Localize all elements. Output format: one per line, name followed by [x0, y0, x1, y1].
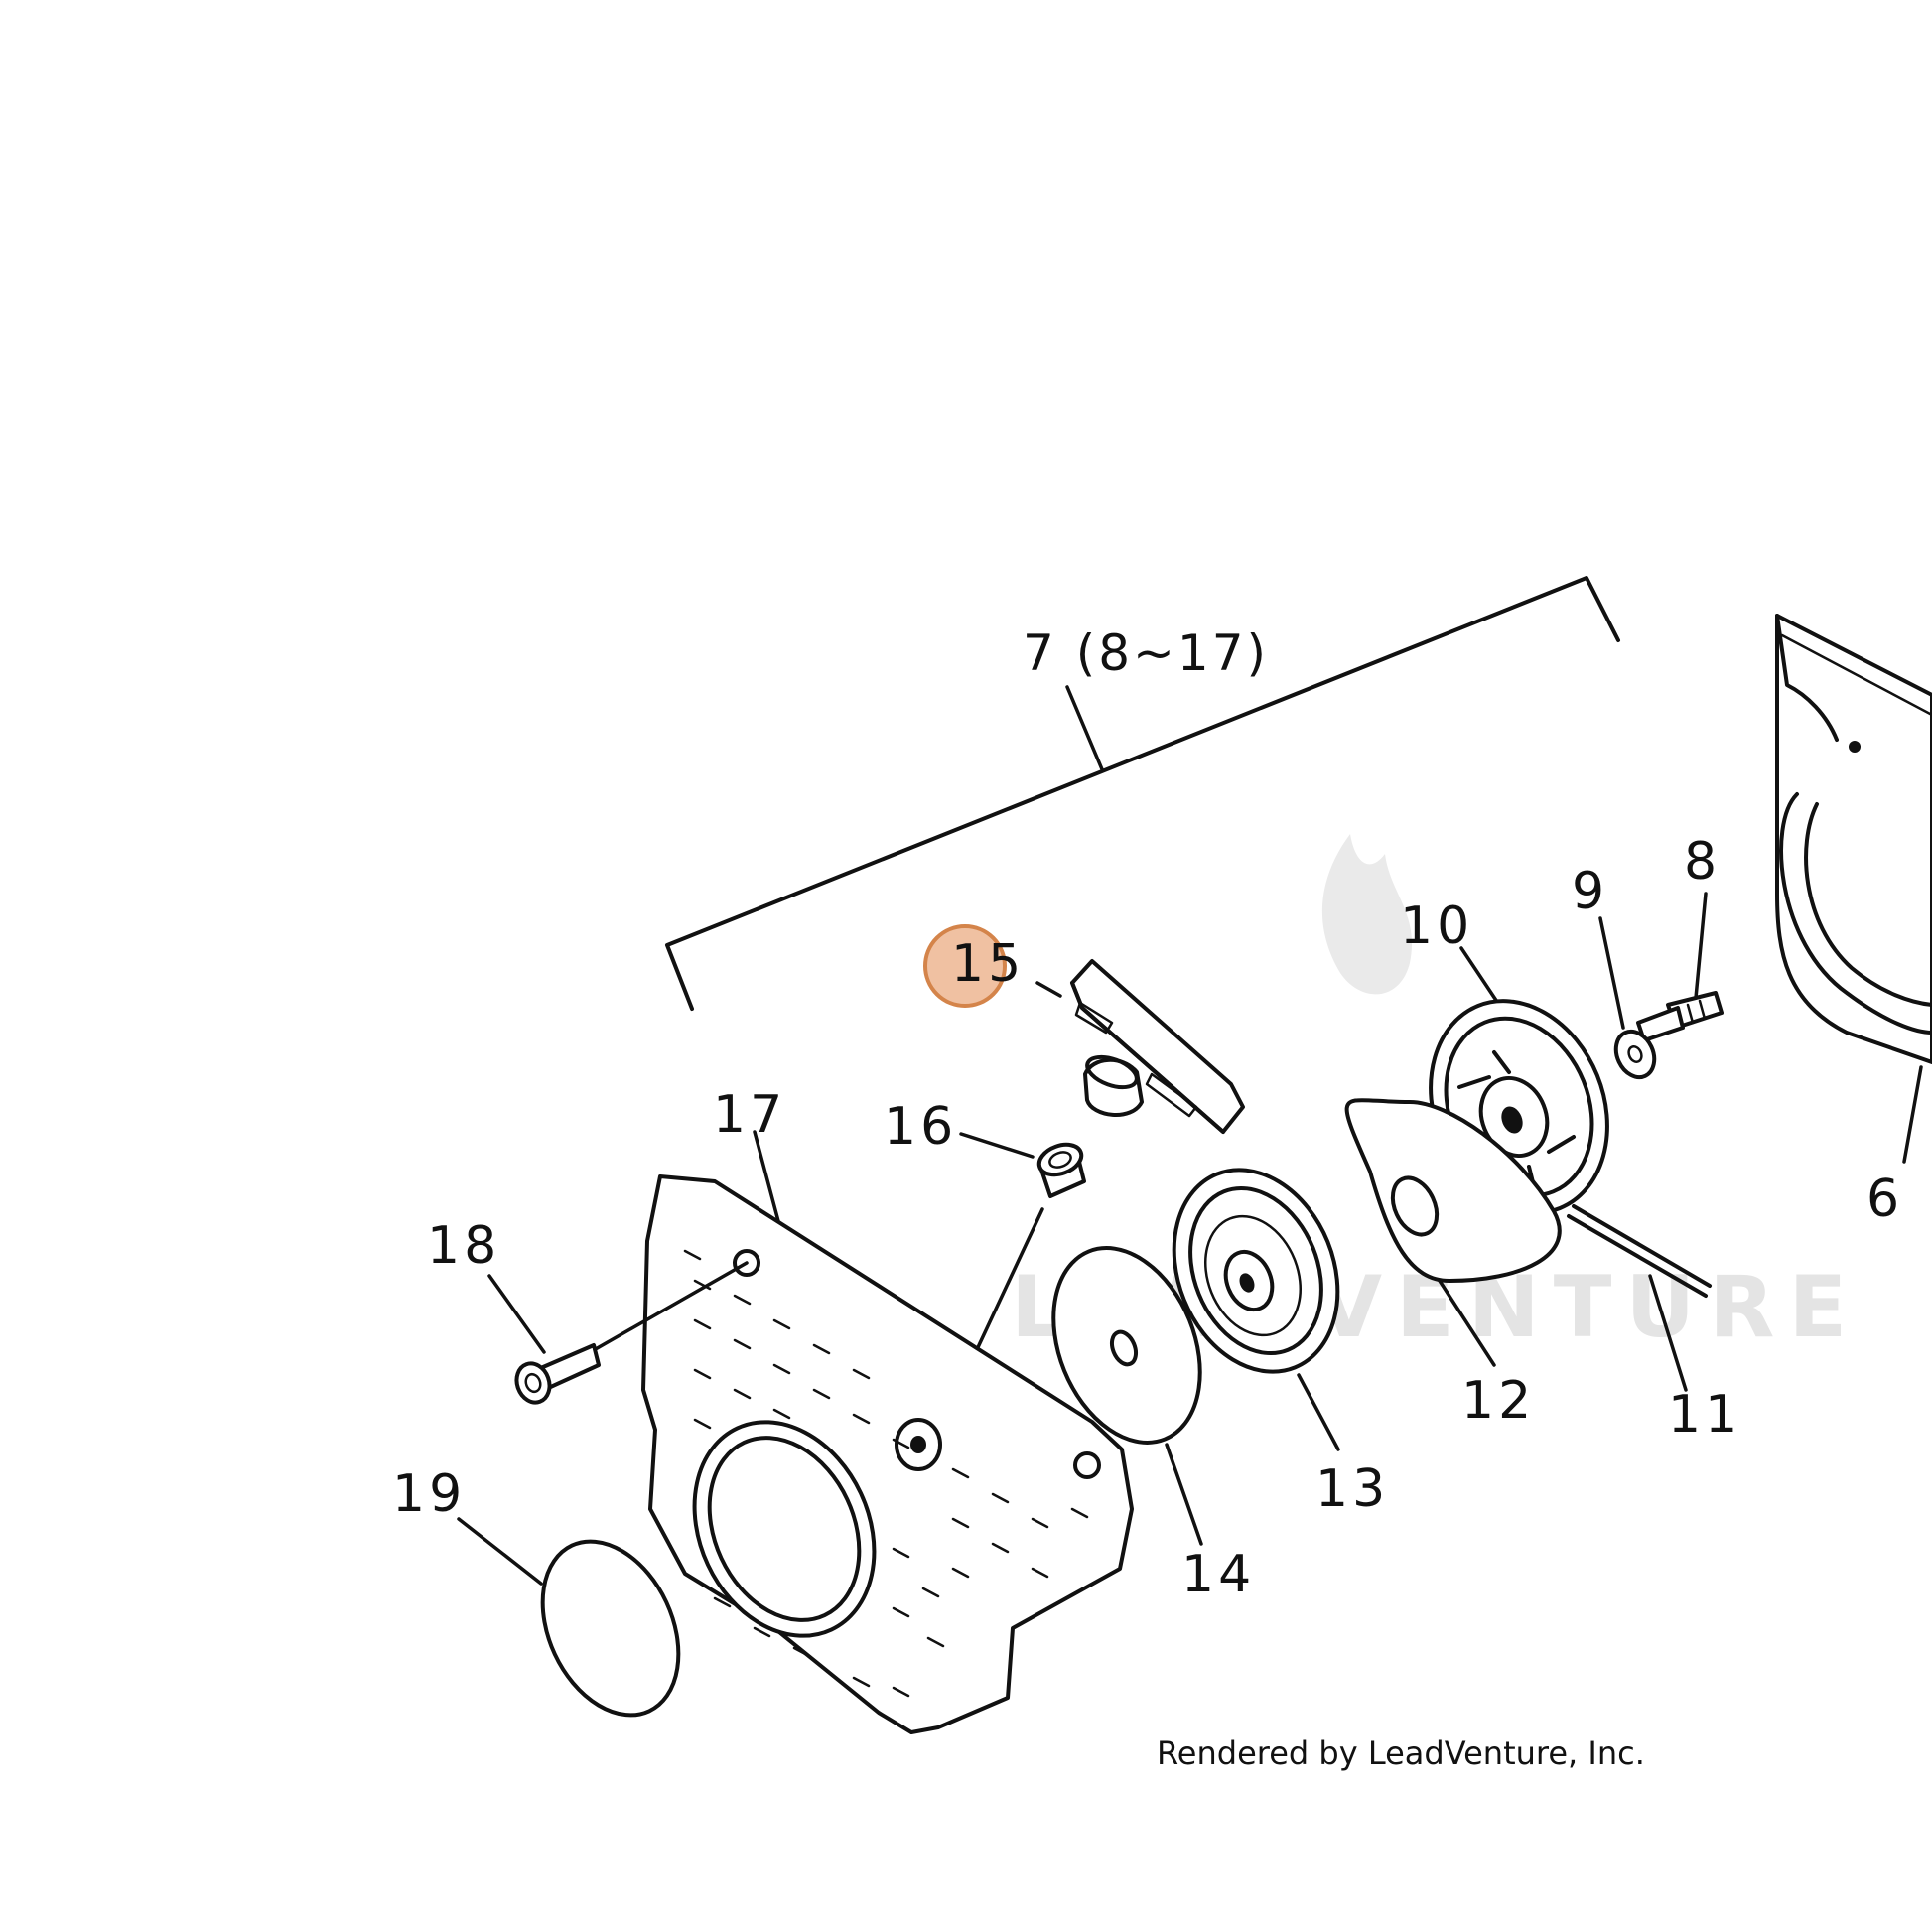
- callout-8[interactable]: 8: [1684, 832, 1721, 892]
- part-12-plate: [1344, 1098, 1562, 1367]
- callout-17[interactable]: 17: [713, 1085, 786, 1145]
- part-8-bolt: [1636, 892, 1724, 1042]
- watermark-flame-icon: [1321, 834, 1413, 995]
- part-13-spring-case: [1172, 1168, 1340, 1451]
- callout-14[interactable]: 14: [1181, 1545, 1255, 1604]
- part-18-screw: [487, 1261, 749, 1405]
- part-17-cover: [641, 1130, 1134, 1734]
- part-14-guide-plate: [1051, 1246, 1203, 1546]
- part-9-washer: [1598, 916, 1657, 1080]
- callout-12[interactable]: 12: [1461, 1371, 1535, 1431]
- part-19-ring: [457, 1517, 681, 1718]
- assembly-bracket: [665, 576, 1620, 1011]
- callout-15[interactable]: 15: [951, 934, 1025, 994]
- part-6-plate: [1775, 614, 1932, 1164]
- callout-9[interactable]: 9: [1572, 862, 1608, 921]
- footer-credit: Rendered by LeadVenture, Inc.: [1157, 1734, 1645, 1772]
- highlight-marker[interactable]: [923, 924, 1007, 1008]
- part-11-shaft: [1567, 1204, 1712, 1392]
- callout-11[interactable]: 11: [1668, 1385, 1741, 1445]
- callout-19[interactable]: 19: [392, 1464, 466, 1524]
- callout-10[interactable]: 10: [1400, 897, 1473, 956]
- callout-13[interactable]: 13: [1315, 1459, 1389, 1519]
- part-15-handle: [1035, 959, 1245, 1134]
- assembly-label: 7 (8~17): [1023, 624, 1269, 682]
- callout-16[interactable]: 16: [884, 1097, 957, 1157]
- callout-6[interactable]: 6: [1866, 1170, 1903, 1229]
- callout-18[interactable]: 18: [427, 1216, 500, 1276]
